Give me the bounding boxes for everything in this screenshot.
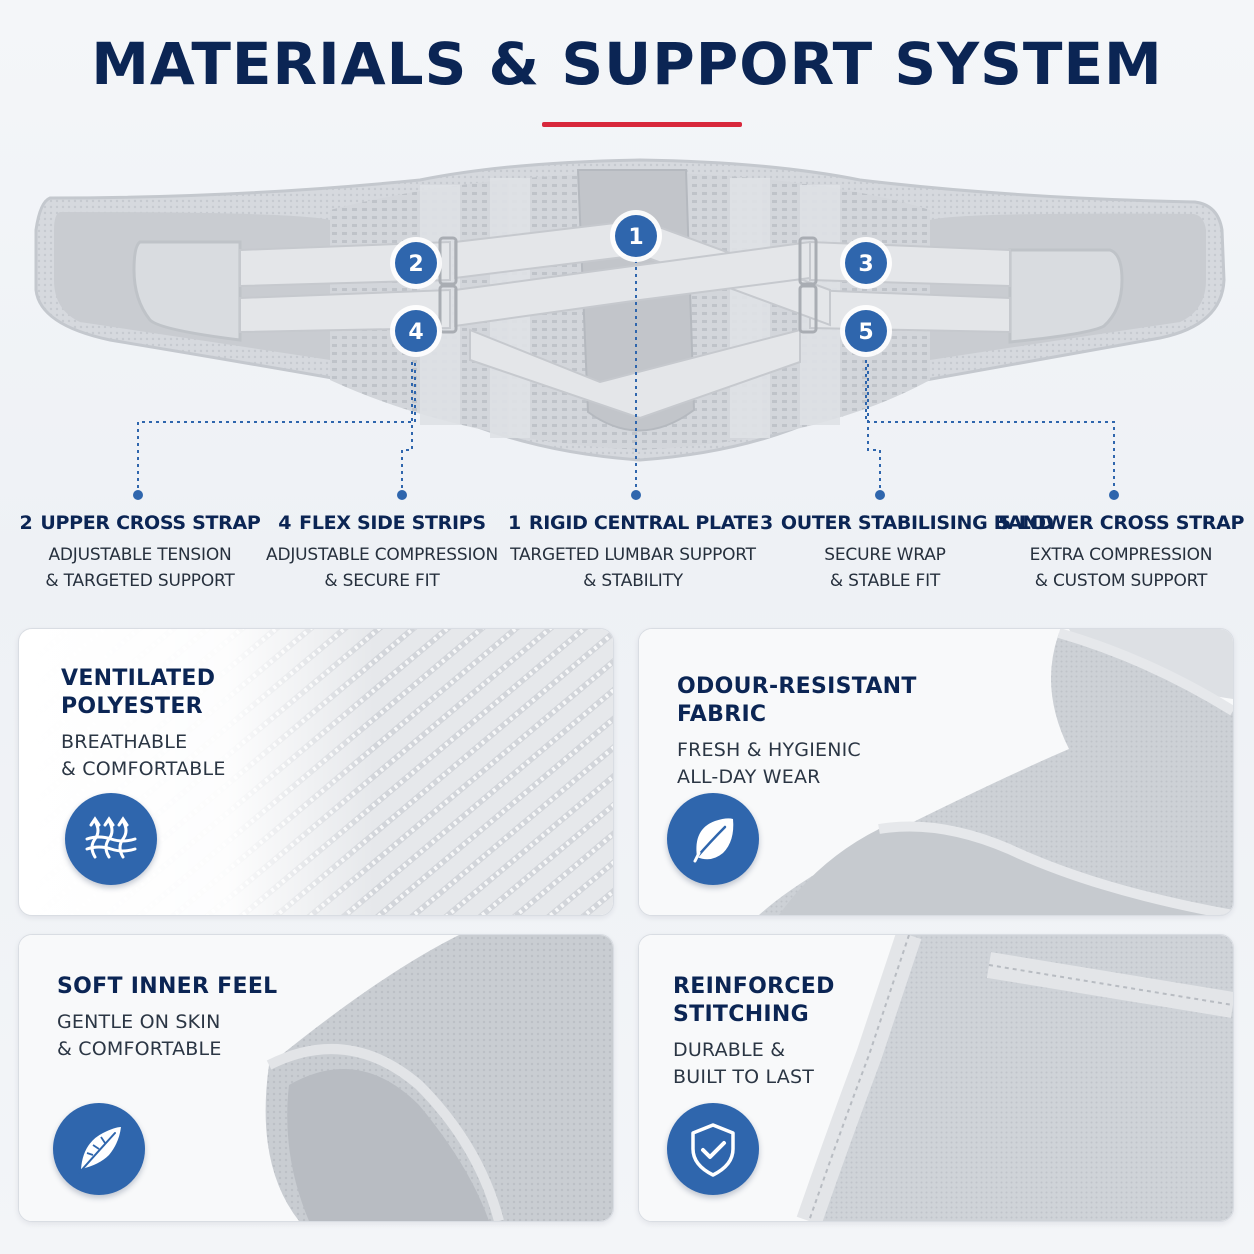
feature-title-text: LOWER CROSS STRAP <box>1018 512 1245 534</box>
feather-icon <box>53 1103 145 1195</box>
marker-badge-1: 1 <box>610 210 662 262</box>
mesh-fabric-texture <box>19 629 613 915</box>
feature-description: SECURE WRAP & STABLE FIT <box>760 542 1010 594</box>
feature-title-text: UPPER CROSS STRAP <box>40 512 261 534</box>
card-title-line: STITCHING <box>673 1002 809 1027</box>
card-title-line: SOFT INNER FEEL <box>57 974 278 999</box>
card-title-line: ODOUR-RESISTANT <box>677 674 917 699</box>
marker-badge-4: 4 <box>390 305 442 357</box>
feature-desc-line: & STABILITY <box>583 571 683 591</box>
card-title-line: POLYESTER <box>61 694 203 719</box>
feature-desc-line: & TARGETED SUPPORT <box>45 571 235 591</box>
marker-badge-5: 5 <box>840 305 892 357</box>
feature-number: 1 <box>508 512 521 534</box>
card-text: VENTILATED POLYESTER BREATHABLE & COMFORTA… <box>61 665 321 783</box>
card-subtitle: DURABLE & BUILT TO LAST <box>673 1037 933 1091</box>
right-velcro-pad <box>1008 248 1124 344</box>
feature-title: 3 OUTER STABILISING BAND <box>760 512 1054 534</box>
card-title: REINFORCED STITCHING <box>673 973 933 1029</box>
card-sub-line: ALL-DAY WEAR <box>677 766 821 788</box>
card-title: ODOUR-RESISTANT FABRIC <box>677 673 937 729</box>
marker-number: 4 <box>408 320 423 345</box>
feature-description: ADJUSTABLE TENSION & TARGETED SUPPORT <box>15 542 265 594</box>
feature-number: 4 <box>278 512 292 534</box>
feature-outer-stabilising-band: 3 OUTER STABILISING BAND SECURE WRAP & STA… <box>760 512 1054 594</box>
left-velcro-pad <box>132 240 242 342</box>
card-text: REINFORCED STITCHING DURABLE & BUILT TO LA… <box>673 973 933 1091</box>
card-title-line: REINFORCED <box>673 974 835 999</box>
feature-desc-line: TARGETED LUMBAR SUPPORT <box>510 545 756 565</box>
feature-desc-line: & STABLE FIT <box>829 571 941 591</box>
feature-description: ADJUSTABLE COMPRESSION & SECURE FIT <box>257 542 507 594</box>
feature-title: 2 UPPER CROSS STRAP <box>15 512 265 534</box>
feature-upper-cross-strap: 2 UPPER CROSS STRAP ADJUSTABLE TENSION & T… <box>15 512 265 594</box>
marker-badge-3: 3 <box>840 237 892 289</box>
feature-desc-line: ADJUSTABLE TENSION <box>48 545 232 565</box>
feature-rigid-central-plate: 1 RIGID CENTRAL PLATE TARGETED LUMBAR SUP… <box>508 512 760 594</box>
feature-desc-line: EXTRA COMPRESSION <box>1029 545 1213 565</box>
card-reinforced-stitching: REINFORCED STITCHING DURABLE & BUILT TO LA… <box>638 934 1234 1222</box>
card-text: SOFT INNER FEEL GENTLE ON SKIN & COMFORTA… <box>57 973 357 1063</box>
feature-title-text: FLEX SIDE STRIPS <box>299 512 486 534</box>
feature-title-text: RIGID CENTRAL PLATE <box>528 512 760 534</box>
feature-title-text: OUTER STABILISING BAND <box>780 512 1054 534</box>
card-sub-line: BREATHABLE <box>61 731 188 753</box>
feature-desc-line: SECURE WRAP <box>824 545 946 565</box>
feature-lower-cross-strap: 5 LOWER CROSS STRAP EXTRA COMPRESSION & CU… <box>996 512 1246 594</box>
feature-desc-line: & CUSTOM SUPPORT <box>1034 571 1208 591</box>
folded-fabric-texture <box>639 629 1233 915</box>
back-brace-illustration: 1 2 3 4 5 <box>34 158 1226 500</box>
marker-number: 2 <box>408 252 423 277</box>
card-subtitle: GENTLE ON SKIN & COMFORTABLE <box>57 1009 357 1063</box>
feature-title: 1 RIGID CENTRAL PLATE <box>508 512 760 534</box>
feature-description: TARGETED LUMBAR SUPPORT & STABILITY <box>508 542 758 594</box>
card-title: SOFT INNER FEEL <box>57 973 357 1001</box>
card-sub-line: FRESH & HYGIENIC <box>677 739 861 761</box>
feature-desc-line: & SECURE FIT <box>324 571 440 591</box>
card-sub-line: GENTLE ON SKIN <box>57 1011 221 1033</box>
title-underline <box>542 122 742 127</box>
feature-title: 4 FLEX SIDE STRIPS <box>257 512 507 534</box>
card-sub-line: & COMFORTABLE <box>61 758 226 780</box>
feature-flex-side-strips: 4 FLEX SIDE STRIPS ADJUSTABLE COMPRESSION… <box>257 512 507 594</box>
card-title: VENTILATED POLYESTER <box>61 665 321 721</box>
marker-badge-2: 2 <box>390 237 442 289</box>
card-sub-line: BUILT TO LAST <box>673 1066 815 1088</box>
feature-number: 3 <box>760 512 773 534</box>
leaf-icon <box>667 793 759 885</box>
card-sub-line: DURABLE & <box>673 1039 786 1061</box>
card-ventilated-polyester: VENTILATED POLYESTER BREATHABLE & COMFORTA… <box>18 628 614 916</box>
shield-check-icon <box>667 1103 759 1195</box>
card-sub-line: & COMFORTABLE <box>57 1038 222 1060</box>
card-odour-resistant-fabric: ODOUR-RESISTANT FABRIC FRESH & HYGIENIC AL… <box>638 628 1234 916</box>
card-text: ODOUR-RESISTANT FABRIC FRESH & HYGIENIC AL… <box>677 673 937 791</box>
card-subtitle: BREATHABLE & COMFORTABLE <box>61 729 321 783</box>
feature-number: 2 <box>19 512 33 534</box>
page-title: MATERIALS & SUPPORT SYSTEM <box>91 30 1163 98</box>
marker-number: 3 <box>858 252 873 277</box>
feature-desc-line: ADJUSTABLE COMPRESSION <box>266 545 498 565</box>
card-title-line: FABRIC <box>677 702 767 727</box>
feature-number: 5 <box>997 512 1011 534</box>
marker-number: 1 <box>628 225 643 250</box>
card-soft-inner-feel: SOFT INNER FEEL GENTLE ON SKIN & COMFORTA… <box>18 934 614 1222</box>
card-title-line: VENTILATED <box>61 666 216 691</box>
card-subtitle: FRESH & HYGIENIC ALL-DAY WEAR <box>677 737 937 791</box>
feature-description: EXTRA COMPRESSION & CUSTOM SUPPORT <box>996 542 1246 594</box>
feature-title: 5 LOWER CROSS STRAP <box>996 512 1246 534</box>
airflow-icon <box>65 793 157 885</box>
marker-number: 5 <box>858 320 873 345</box>
